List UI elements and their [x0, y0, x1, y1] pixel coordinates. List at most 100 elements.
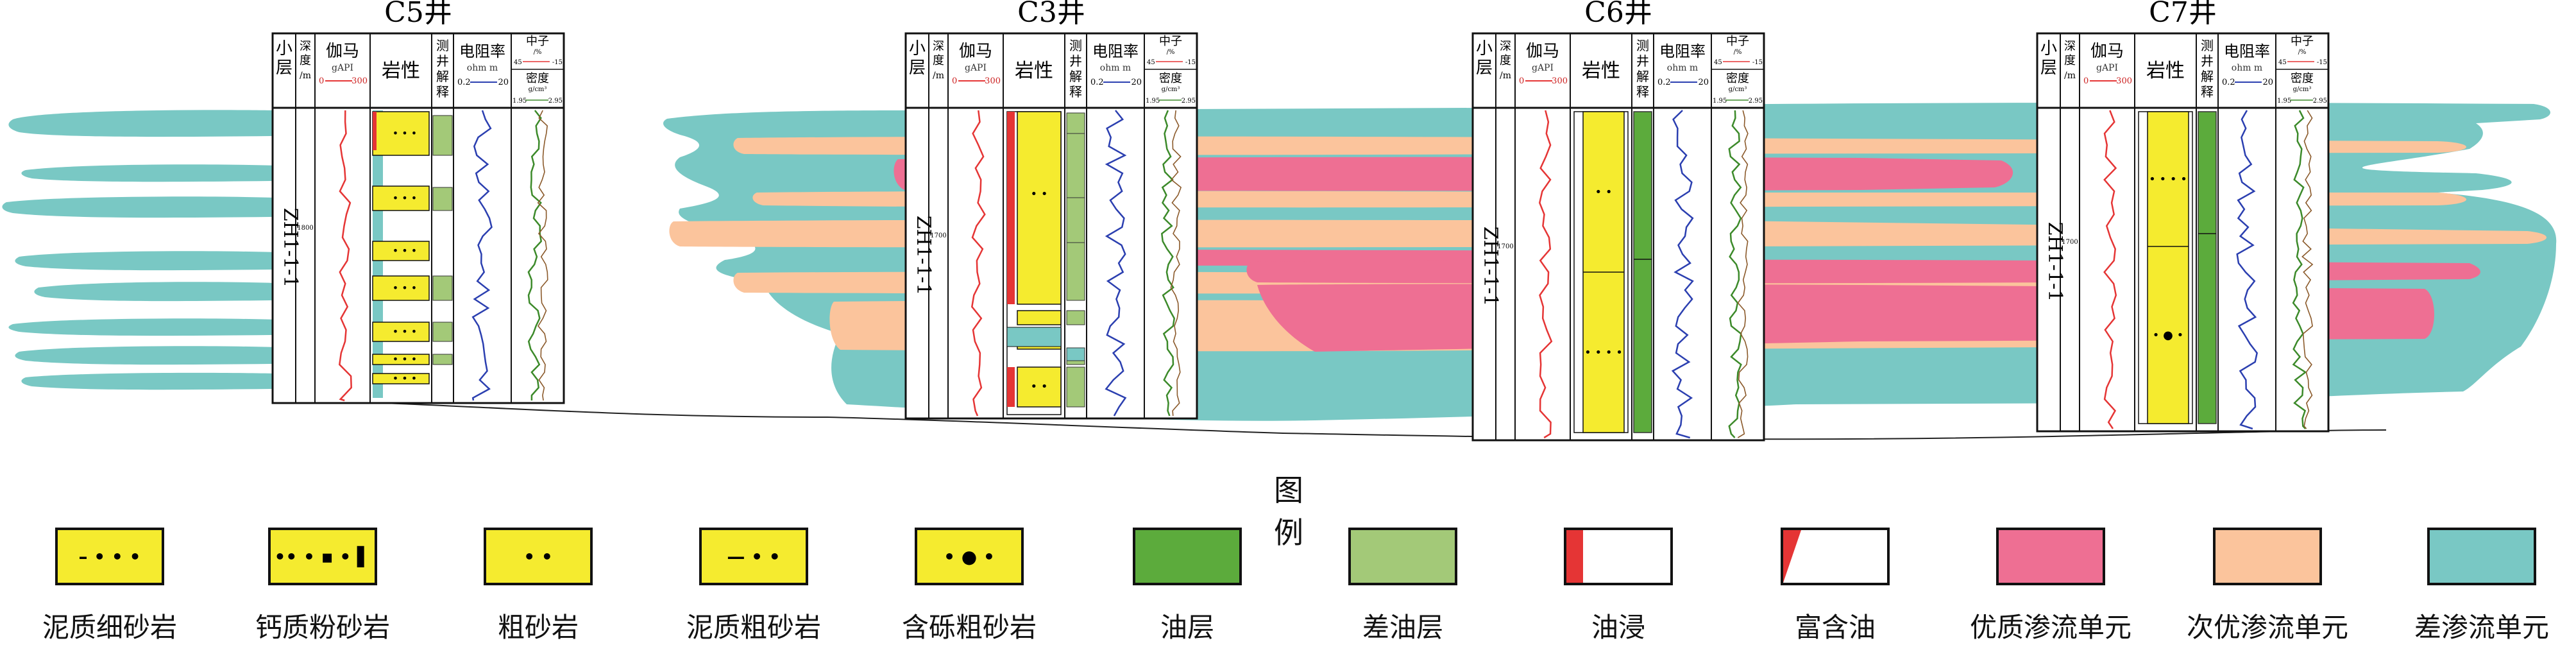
density-curve [2292, 110, 2307, 429]
resistivity-range-min: 0.2 [1090, 78, 1104, 87]
lithology-pattern: • • • [393, 372, 417, 384]
gamma-range-max: 300 [2116, 76, 2132, 86]
column-header-interp-char: 释 [436, 84, 449, 99]
column-header-density: 密度 [1159, 72, 1182, 85]
legend-swatch-gravelly-coarse-sandstone [915, 528, 1024, 585]
column-header-interp-char: 释 [1636, 84, 1649, 99]
legend-pattern-gravelly-coarse-sandstone: • ● • [944, 546, 995, 567]
column-header-interp-char: 解 [1636, 69, 1649, 84]
lithology-pattern: • • • [393, 353, 417, 365]
column-header-depth-char: 深 [2064, 40, 2076, 53]
column-header-interp-char: 释 [1069, 84, 1082, 99]
legend-swatch-poor-flow-unit [2427, 528, 2536, 585]
legend-item-poor-oil-layer [1348, 528, 1457, 585]
column-header-sublayer-char: 小 [276, 39, 292, 58]
gamma-curve [1538, 110, 1553, 439]
column-header-lithology: 岩性 [2146, 60, 2185, 82]
legend-item-muddy-coarse-sandstone: — • • [699, 528, 808, 585]
column-header-sublayer-char: 小 [909, 39, 926, 58]
column-header-resistivity: 电阻率 [1659, 42, 1706, 60]
gamma-range-min: 0 [1519, 76, 1524, 86]
gamma-range-min: 0 [2083, 76, 2089, 86]
legend-item-oil-rich [1781, 528, 1890, 585]
depth-tick-label: 1700 [930, 232, 946, 239]
oil-stain-red-bar [1566, 530, 1583, 583]
density-range-min: 1.95 [1713, 98, 1727, 105]
column-header-depth-char: 度 [933, 54, 944, 67]
density-curve [1728, 110, 1742, 438]
gamma-unit: gAPI [2096, 63, 2118, 73]
gamma-range-max: 300 [985, 76, 1001, 86]
column-header-interp-char: 井 [2201, 53, 2214, 69]
resistivity-curve [2236, 110, 2258, 430]
column-header-interp-char: 解 [2201, 69, 2214, 84]
legend-item-poor-flow-unit [2427, 528, 2536, 585]
column-header-interp-char: 测 [436, 38, 449, 53]
legend-item-coarse-sandstone: • • [484, 528, 593, 585]
oil-rich-mark [1007, 112, 1015, 304]
resistivity-range-max: 20 [498, 78, 509, 87]
legend-swatch-oil-rich [1781, 528, 1890, 585]
neutron-range-max: -15 [552, 59, 563, 66]
column-header-depth-char: 深 [933, 40, 944, 53]
neutron-range-max: -15 [2317, 59, 2327, 66]
density-unit: g/cm³ [1729, 86, 1747, 93]
column-header-sublayer-char: 层 [909, 58, 926, 78]
interp-oil-layer [1633, 111, 1652, 433]
lithology-sand-block [372, 185, 430, 211]
resistivity-unit: ohm m [2232, 63, 2262, 73]
gamma-range-max: 300 [1552, 76, 1568, 86]
column-header-depth-char: /m [300, 71, 311, 81]
lithology-pattern: • • • [393, 192, 417, 204]
legend-swatch-sub-high-quality-flow-unit [2213, 528, 2322, 585]
legend-label-high-quality-flow-unit: 优质渗流单元 [1969, 612, 2131, 643]
neutron-curve [1737, 110, 1749, 438]
density-range-min: 1.95 [2277, 98, 2291, 105]
legend-pattern-muddy-coarse-sandstone: — • • [727, 546, 780, 567]
density-range-max: 2.95 [2313, 98, 2327, 105]
column-header-density: 密度 [2291, 72, 2314, 85]
resistivity-curve [471, 110, 493, 401]
neutron-unit: /% [534, 49, 542, 56]
column-header-depth-char: /m [933, 71, 944, 81]
interp-poor-oil [1066, 242, 1085, 301]
density-range-max: 2.95 [1749, 98, 1763, 105]
column-header-interp-char: 测 [1069, 38, 1082, 53]
lithology-sand-block [372, 354, 430, 365]
interp-poor-oil [1066, 197, 1085, 243]
column-header-sublayer-char: 层 [276, 58, 292, 78]
legend-item-oil-layer [1133, 528, 1242, 585]
density-unit: g/cm³ [1162, 86, 1180, 93]
lithology-pattern: • • • [393, 127, 417, 139]
column-header-neutron: 中子 [1726, 35, 1749, 48]
column-header-resistivity: 电阻率 [1092, 42, 1139, 60]
neutron-unit: /% [1167, 49, 1175, 56]
lithology-sand-block [372, 322, 430, 342]
column-header-lithology: 岩性 [382, 60, 420, 82]
density-range-min: 1.95 [513, 98, 527, 105]
resistivity-range-max: 20 [1131, 78, 1142, 87]
sublayer-label: ZH1-1-1 [279, 208, 301, 288]
depth-tick-label: 1800 [297, 225, 313, 232]
column-header-depth-char: /m [1500, 71, 1511, 81]
section-line [384, 402, 2387, 440]
interp-poor-oil [432, 275, 453, 301]
column-header-interp-char: 测 [2201, 38, 2214, 53]
oil-stain-mark [373, 112, 377, 150]
resistivity-range-max: 20 [1698, 78, 1709, 87]
lithology-pattern: • • [1031, 187, 1048, 201]
legend-pattern-coarse-sandstone: • • [523, 546, 553, 567]
well-title: C5井 [384, 0, 452, 29]
column-header-gamma: 伽马 [1526, 42, 1559, 61]
resistivity-unit: ohm m [467, 63, 498, 73]
column-header-depth-char: /m [2064, 71, 2076, 81]
column-header-depth-char: 深 [1500, 40, 1511, 53]
legend-swatch-oil-layer [1133, 528, 1242, 585]
neutron-range-min: 45 [1714, 59, 1722, 66]
column-header-gamma: 伽马 [959, 42, 992, 61]
gamma-unit: gAPI [965, 63, 987, 73]
neutron-unit: /% [1734, 49, 1742, 56]
